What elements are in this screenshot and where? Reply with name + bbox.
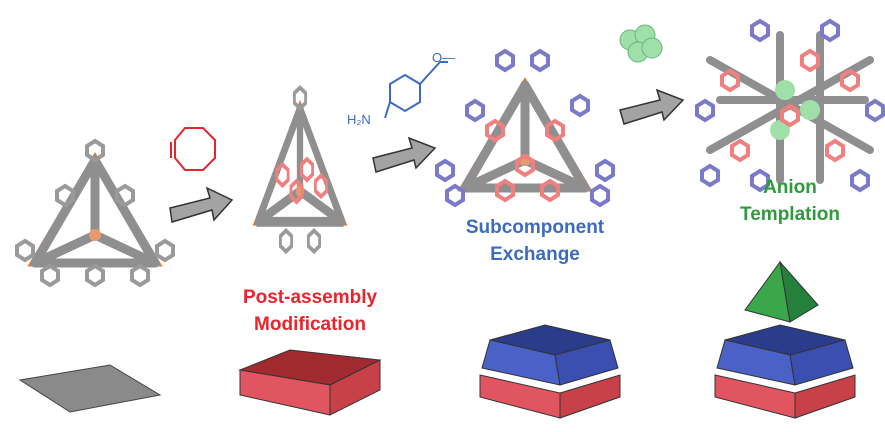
- arrow-2: [372, 136, 437, 173]
- label-line: Post-assembly: [242, 287, 378, 308]
- step-label-exchange: Subcomponent Exchange: [445, 214, 625, 268]
- label-line: Anion: [763, 177, 817, 198]
- step-label-modification: Post-assembly Modification: [220, 284, 400, 338]
- methoxy-label: O—: [432, 50, 456, 65]
- cyclooctyne-reagent: [170, 127, 216, 171]
- arrow-1: [169, 186, 234, 223]
- anisidine-reagent: [384, 61, 448, 119]
- label-line: Modification: [254, 314, 366, 335]
- step-label-templation: Anion Templation: [700, 174, 880, 228]
- label-line: Templation: [740, 204, 840, 225]
- modified-cage: [255, 88, 346, 252]
- stack-3: [714, 260, 856, 419]
- label-line: Exchange: [490, 244, 580, 265]
- exchanged-cage: [435, 49, 615, 207]
- templated-cage: [695, 19, 885, 192]
- label-line: Subcomponent: [465, 217, 605, 238]
- initial-cage: [15, 139, 175, 287]
- amine-label: H₂N: [347, 112, 371, 127]
- anion-cluster: [619, 24, 663, 63]
- red-slab-1: [238, 349, 382, 416]
- stack-2: [479, 324, 621, 419]
- base-layer-plane: [18, 364, 162, 413]
- arrow-3: [619, 88, 685, 125]
